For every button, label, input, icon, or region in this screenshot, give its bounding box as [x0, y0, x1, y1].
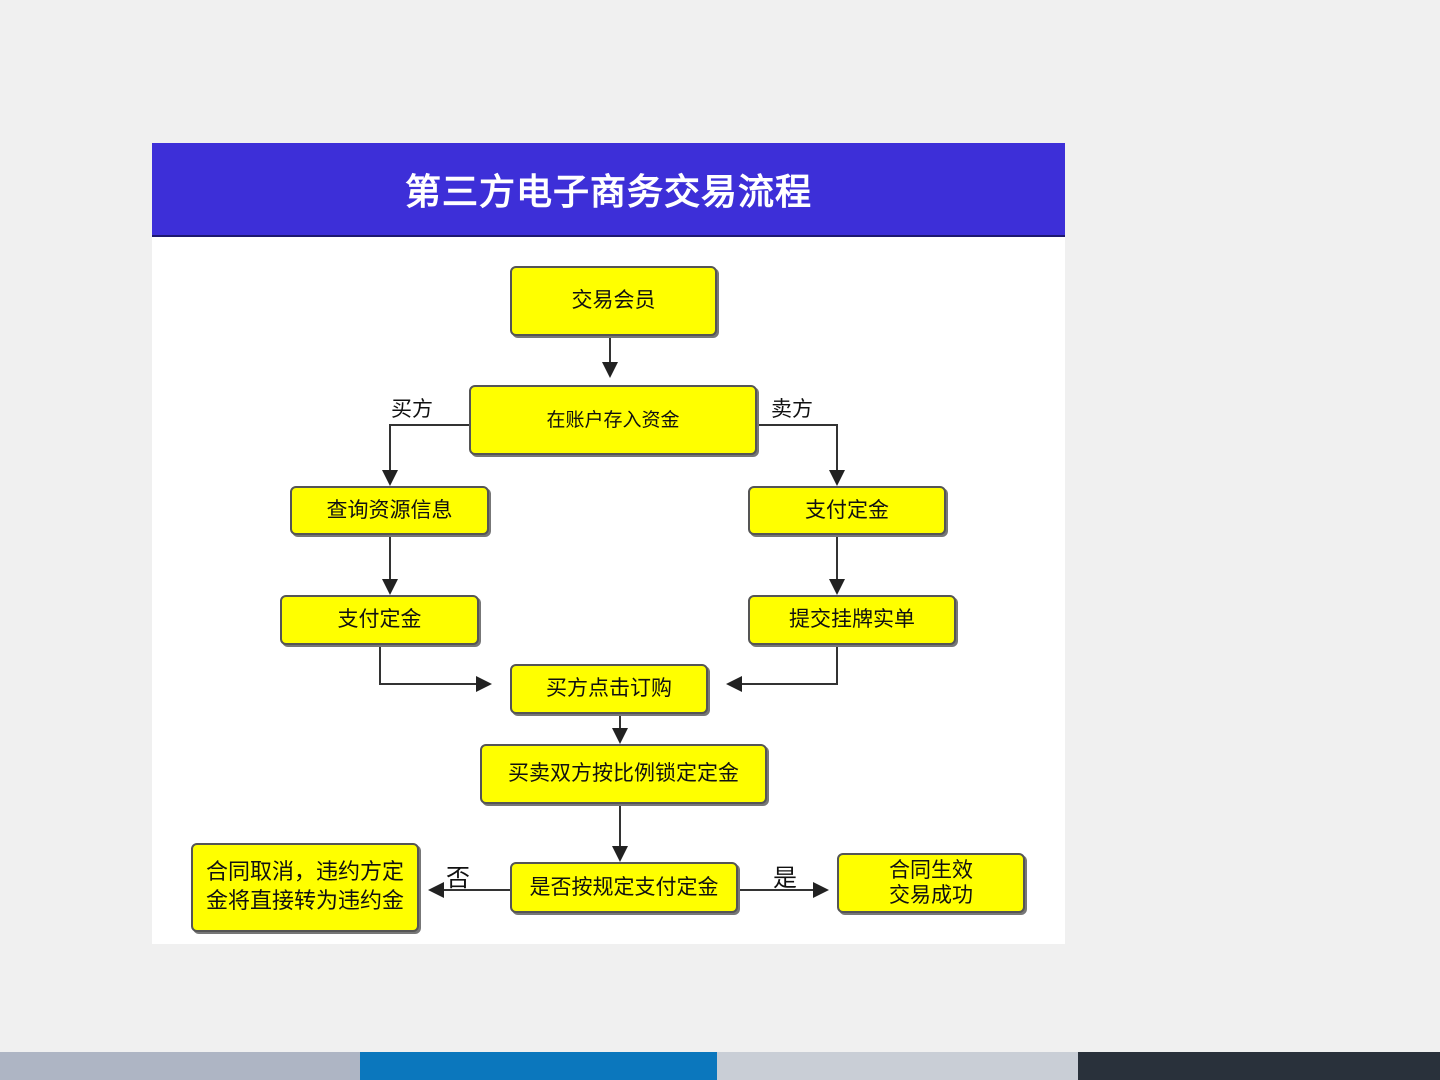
- node-query: 查询资源信息: [290, 486, 489, 535]
- node-pay-deposit-right: 支付定金: [748, 486, 946, 535]
- label-no: 否: [446, 864, 470, 892]
- arrow-submit-order: [726, 645, 838, 692]
- footer-bar-2: [360, 1052, 717, 1080]
- node-decision: 是否按规定支付定金: [510, 862, 738, 913]
- node-lock-deposit: 买卖双方按比例锁定定金: [480, 744, 767, 804]
- footer-bar-3: [717, 1052, 1078, 1080]
- success-line-2: 交易成功: [889, 883, 973, 907]
- node-pay-deposit-left: 支付定金: [280, 595, 479, 645]
- label-buyer: 买方: [391, 397, 433, 421]
- cancel-line-2: 金将直接转为违约金: [205, 888, 404, 914]
- node-member: 交易会员: [510, 266, 717, 336]
- node-buyer-order: 买方点击订购: [510, 664, 708, 714]
- arrow-deposit-query: [382, 424, 469, 486]
- cancel-line-1: 合同取消，违约方定: [205, 859, 404, 885]
- arrow-pay-left-order: [379, 645, 492, 692]
- node-submit-listing: 提交挂牌实单: [748, 595, 956, 645]
- footer-bar-1: [0, 1052, 360, 1080]
- footer-bar-4: [1078, 1052, 1440, 1080]
- label-yes: 是: [773, 864, 797, 892]
- node-success: 合同生效 交易成功: [837, 853, 1025, 913]
- label-seller: 卖方: [771, 397, 813, 421]
- node-cancel: 合同取消，违约方定 金将直接转为违约金: [191, 843, 419, 932]
- arrow-deposit-pay-right: [757, 424, 845, 486]
- flowchart-title: 第三方电子商务交易流程: [152, 143, 1065, 237]
- success-line-1: 合同生效: [889, 857, 973, 882]
- node-deposit: 在账户存入资金: [469, 385, 757, 455]
